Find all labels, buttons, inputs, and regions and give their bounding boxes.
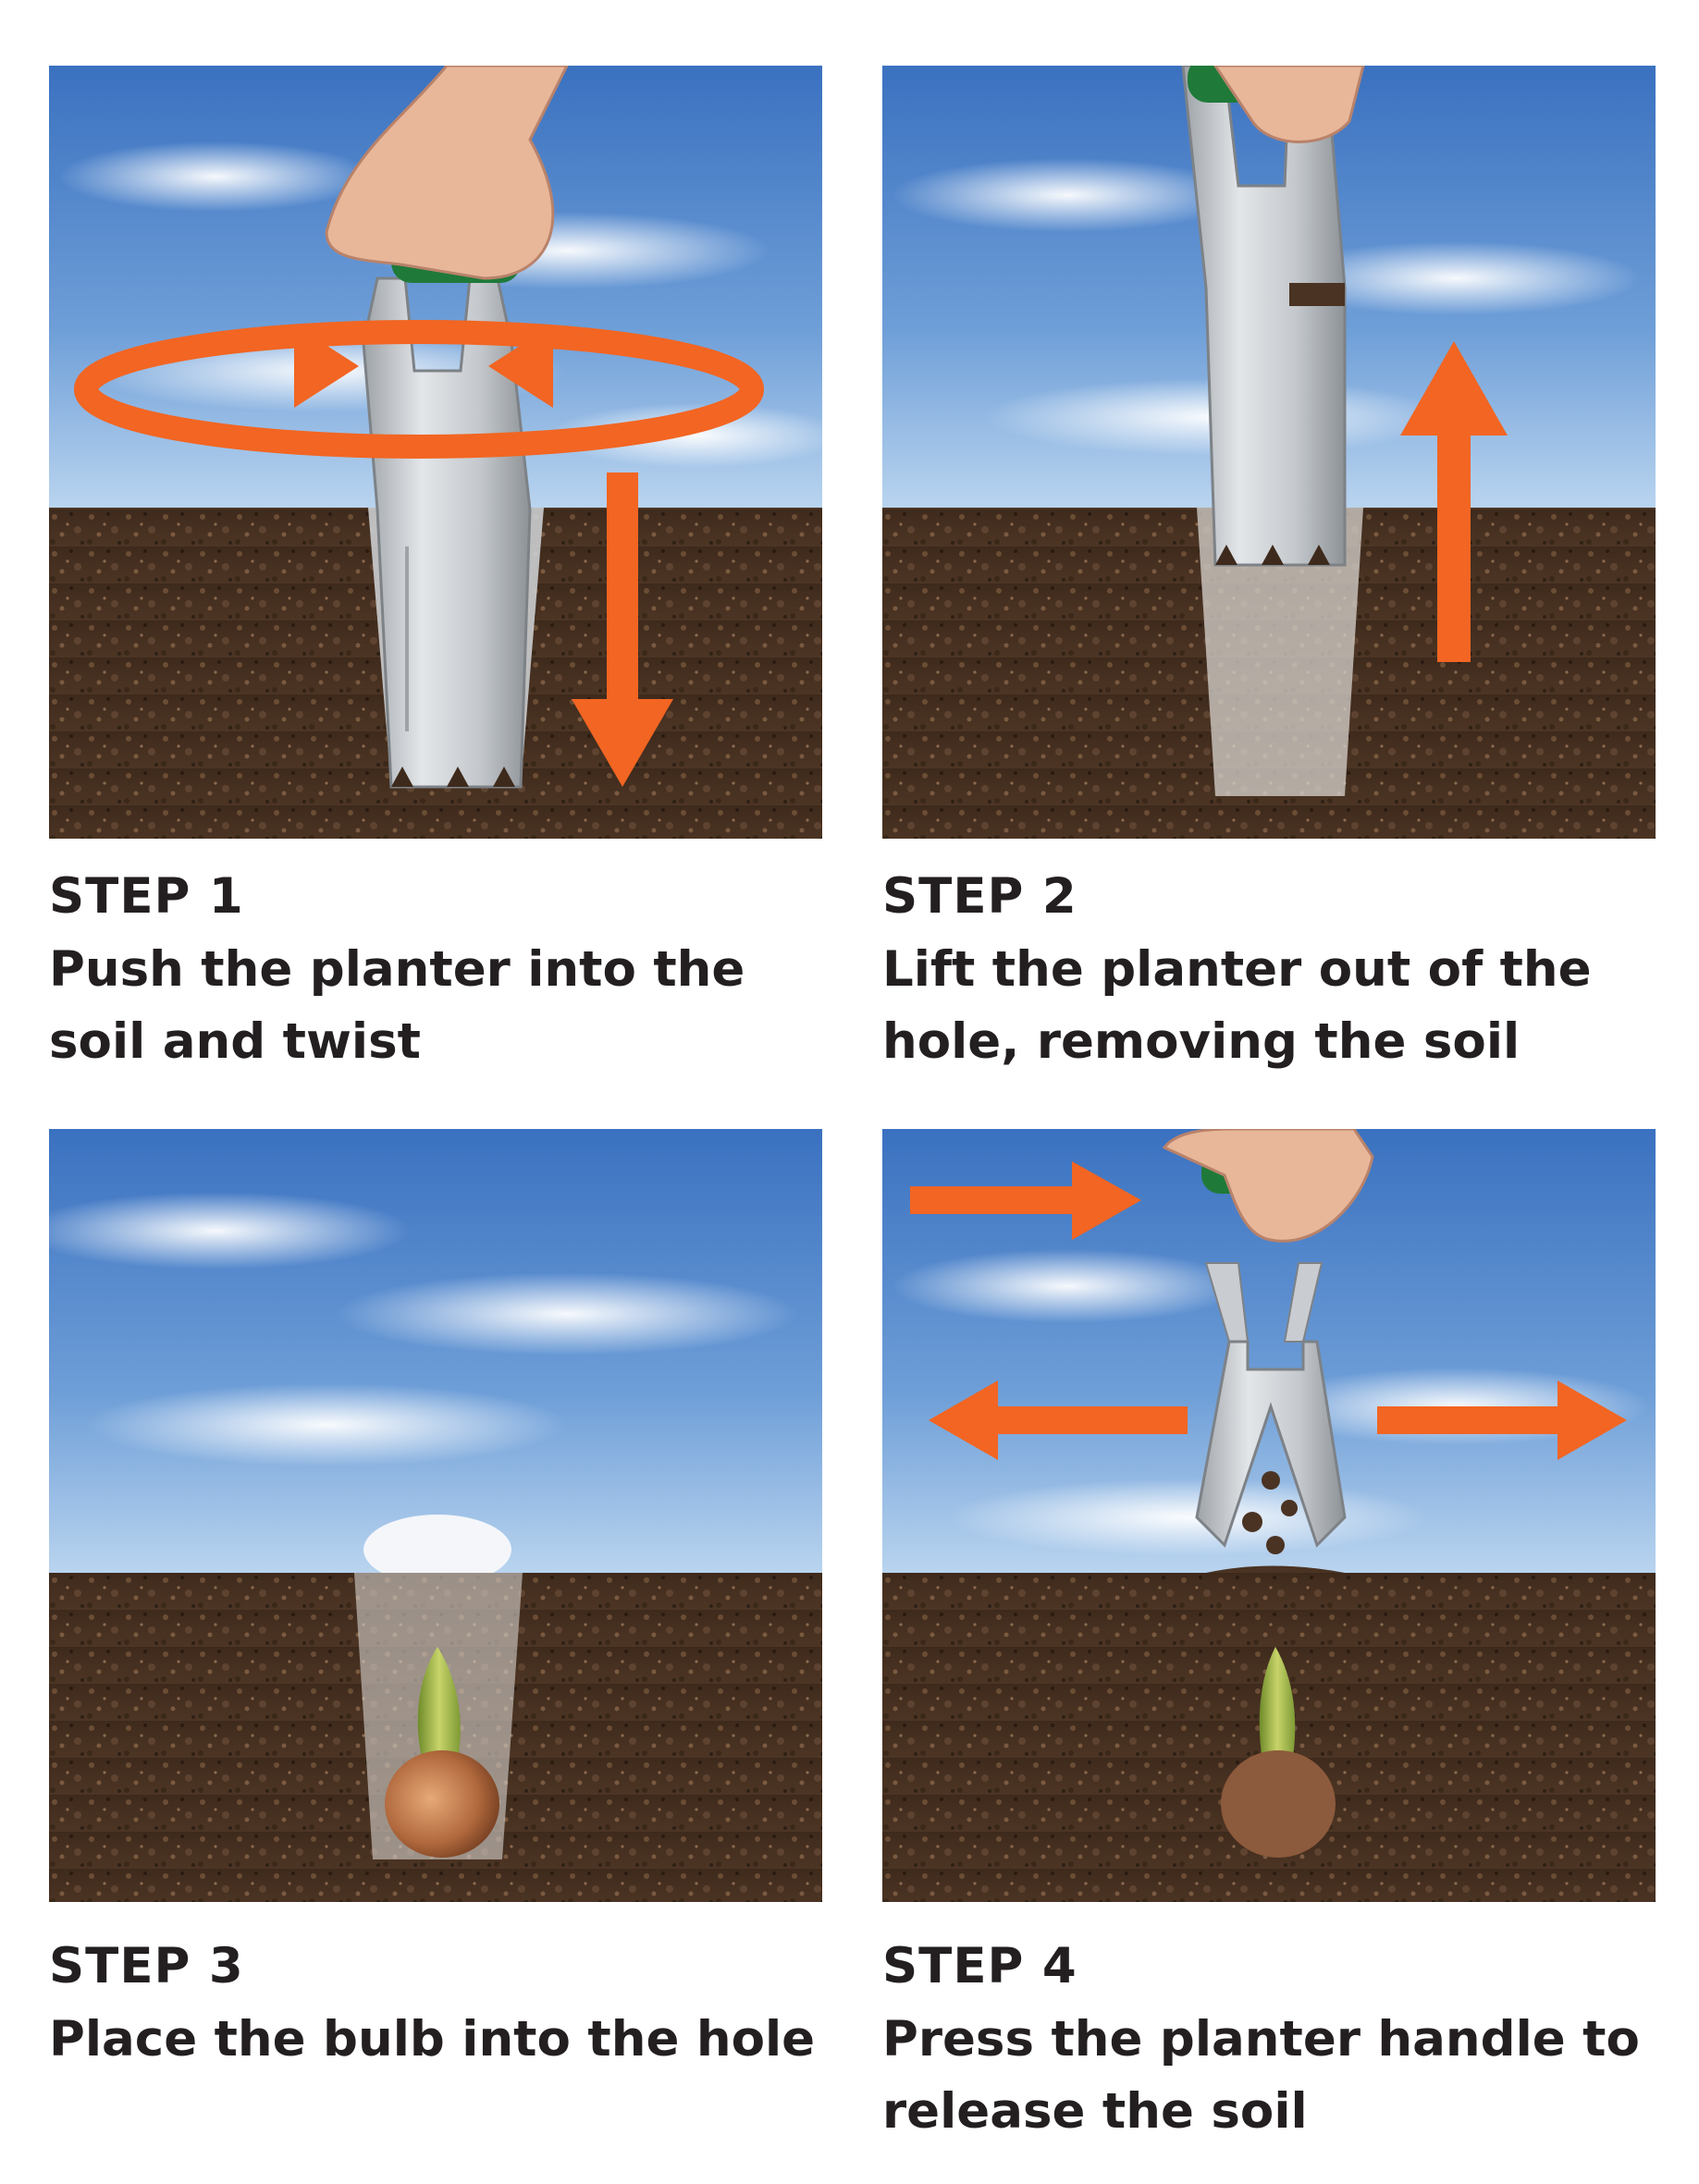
step-title: STEP 3 — [49, 1938, 244, 1994]
planter-tool-icon — [1195, 1262, 1347, 1554]
step-title: STEP 2 — [882, 868, 1077, 925]
step-1-illustration — [49, 66, 822, 839]
step-2-illustration — [882, 66, 1656, 839]
step-3-caption: STEP 3 Place the bulb into the hole — [49, 1937, 844, 2076]
arrow-icon — [929, 1380, 998, 1460]
arrow-icon — [294, 325, 359, 408]
hand-icon — [325, 66, 569, 283]
arrow-icon — [572, 699, 673, 787]
step-2-caption: STEP 2 Lift the planter out of the hole,… — [882, 867, 1678, 1078]
step-description: Lift the planter out of the hole, removi… — [882, 941, 1592, 1070]
bulb-icon — [1221, 1647, 1336, 1858]
hand-icon — [1188, 66, 1365, 143]
arrow-icon — [1400, 341, 1508, 436]
hand-icon — [1162, 1129, 1374, 1243]
arrow-icon — [1557, 1380, 1627, 1460]
rotation-arrow-icon — [74, 320, 764, 459]
arrow-icon — [488, 325, 553, 408]
step-description: Push the planter into the soil and twist — [49, 941, 745, 1070]
arrow-icon — [1072, 1161, 1141, 1240]
step-title: STEP 1 — [49, 868, 244, 925]
step-description: Press the planter handle to release the … — [882, 2011, 1640, 2140]
planter-tool-icon — [1181, 66, 1347, 567]
step-3-illustration — [49, 1129, 822, 1902]
step-1-caption: STEP 1 Push the planter into the soil an… — [49, 867, 844, 1078]
step-title: STEP 4 — [882, 1938, 1077, 1994]
step-description: Place the bulb into the hole — [49, 2011, 816, 2067]
bulb-icon — [385, 1647, 499, 1858]
step-4-caption: STEP 4 Press the planter handle to relea… — [882, 1937, 1678, 2148]
step-4-illustration — [882, 1129, 1656, 1902]
planter-tool-icon — [362, 276, 544, 789]
